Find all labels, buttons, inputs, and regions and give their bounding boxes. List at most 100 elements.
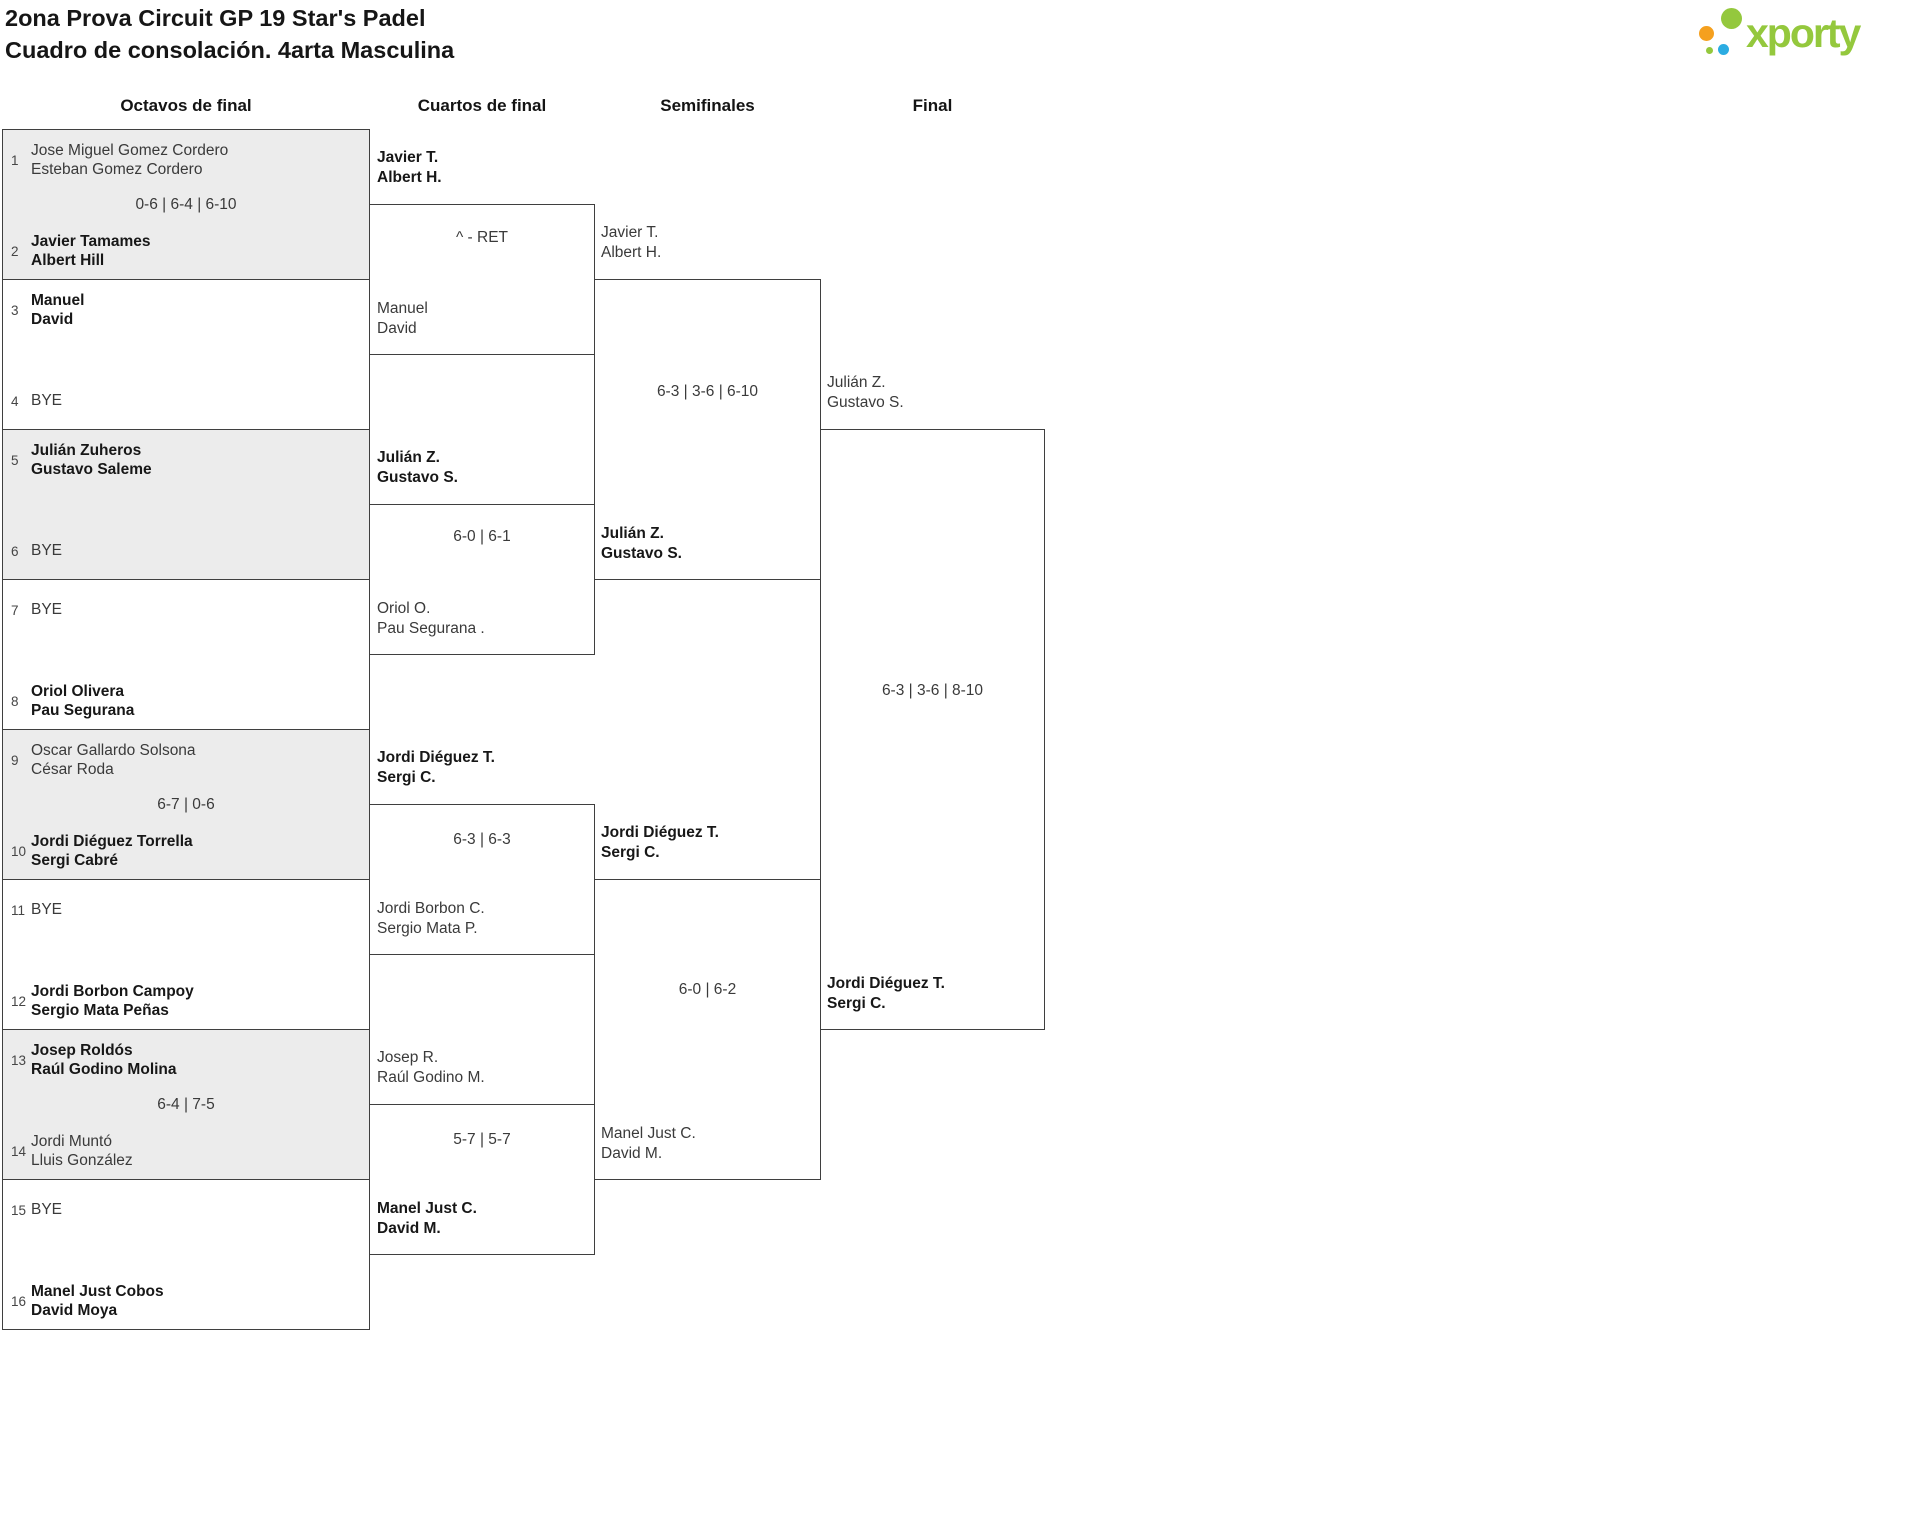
team-slot: 7 BYE: [3, 588, 369, 632]
team: Oriol Olivera Pau Segurana: [31, 682, 134, 721]
seed-number: 5: [11, 452, 19, 468]
match-box-r16-3: 5 Julián Zuheros Gustavo Saleme 6 BYE: [2, 429, 370, 580]
team: Jordi Diéguez Torrella Sergi Cabré: [31, 832, 193, 871]
match-box-qf-2: [369, 504, 595, 655]
small-green-dot-icon: [1706, 47, 1713, 54]
player-name: Manuel: [31, 291, 85, 309]
team-slot: 3 Manuel David: [3, 288, 369, 332]
player-name: Gustavo S.: [601, 545, 682, 562]
player-name: Albert H.: [601, 244, 662, 261]
match-box-qf-4: [369, 1104, 595, 1255]
player-name: Julián Z.: [377, 449, 440, 466]
player-name: BYE: [31, 1201, 63, 1219]
final-team-top: Julián Z. Gustavo S.: [827, 373, 904, 413]
qf4-score: 5-7 | 5-7: [453, 1131, 511, 1148]
team: Jordi Borbon Campoy Sergio Mata Peñas: [31, 982, 194, 1021]
green-dot-icon: [1721, 8, 1742, 29]
match-box-sf-1: [594, 279, 821, 580]
match-box-qf-1: [369, 204, 595, 355]
player-name: Josep R.: [377, 1049, 439, 1066]
sf2-team-top: Jordi Diéguez T. Sergi C.: [601, 823, 719, 863]
seed-number: 2: [11, 243, 19, 259]
player-name: Javier T.: [377, 149, 439, 166]
team: BYE: [31, 900, 62, 920]
team: BYE: [31, 391, 62, 411]
player-name: David: [377, 320, 417, 337]
match-box-r16-7: 13 Josep Roldós Raúl Godino Molina 6-4 |…: [2, 1029, 370, 1180]
team: Julián Zuheros Gustavo Saleme: [31, 441, 152, 480]
player-name: Esteban Gomez Cordero: [31, 161, 203, 178]
logo-dots-icon: [1698, 6, 1746, 62]
player-name: Jordi Diéguez T.: [601, 824, 719, 841]
player-name: Raúl Godino Molina: [31, 1061, 177, 1078]
qf1-team-bottom: Manuel David: [377, 299, 428, 339]
player-name: Oriol O.: [377, 600, 431, 617]
qf2-team-bottom: Oriol O. Pau Segurana .: [377, 599, 485, 639]
qf3-score: 6-3 | 6-3: [453, 831, 511, 848]
seed-number: 4: [11, 393, 19, 409]
qf4-team-top: Josep R. Raúl Godino M.: [377, 1048, 485, 1088]
qf3-team-bottom: Jordi Borbon C. Sergio Mata P.: [377, 899, 485, 939]
match-box-qf-3: [369, 804, 595, 955]
team: BYE: [31, 541, 62, 561]
team: Manuel David: [31, 291, 84, 330]
final-score: 6-3 | 3-6 | 8-10: [881, 682, 984, 699]
blue-dot-icon: [1718, 44, 1729, 55]
qf1-team-top: Javier T. Albert H.: [377, 148, 442, 188]
match-box-r16-6: 11 BYE 12 Jordi Borbon Campoy Sergio Mat…: [2, 879, 370, 1030]
logo-wordmark: xporty: [1746, 10, 1861, 56]
team-slot: 12 Jordi Borbon Campoy Sergio Mata Peñas: [3, 979, 369, 1023]
round-header-cuartos: Cuartos de final: [417, 96, 547, 115]
team-slot: 11 BYE: [3, 888, 369, 932]
player-name: Pau Segurana: [31, 702, 135, 719]
team-slot: 16 Manel Just Cobos David Moya: [3, 1279, 369, 1323]
team-slot: 2 Javier Tamames Albert Hill: [3, 229, 369, 273]
team: Josep Roldós Raúl Godino Molina: [31, 1041, 177, 1080]
team: Jordi Muntó Lluis González: [31, 1132, 133, 1171]
team-slot: 5 Julián Zuheros Gustavo Saleme: [3, 438, 369, 482]
player-name: Julián Zuheros: [31, 441, 142, 459]
team-slot: 15 BYE: [3, 1188, 369, 1232]
orange-dot-icon: [1699, 26, 1714, 41]
tournament-title: 2ona Prova Circuit GP 19 Star's Padel: [5, 5, 426, 31]
player-name: Jordi Diéguez T.: [827, 975, 945, 992]
player-name: David Moya: [31, 1302, 118, 1319]
player-name: César Roda: [31, 761, 114, 778]
player-name: Pau Segurana .: [377, 620, 485, 637]
seed-number: 13: [11, 1052, 27, 1068]
team-slot: 14 Jordi Muntó Lluis González: [3, 1129, 369, 1173]
seed-number: 3: [11, 302, 19, 318]
player-name: Gustavo Saleme: [31, 461, 152, 478]
player-name: David M.: [377, 1220, 441, 1237]
seed-number: 9: [11, 752, 19, 768]
seed-number: 7: [11, 602, 19, 618]
seed-number: 10: [11, 843, 27, 859]
match-score: 0-6 | 6-4 | 6-10: [135, 196, 237, 213]
player-name: Jordi Diéguez T.: [377, 749, 495, 766]
match-score: 6-4 | 7-5: [157, 1096, 215, 1113]
player-name: Sergio Mata Peñas: [31, 1002, 169, 1019]
team-slot: 4 BYE: [3, 379, 369, 423]
team-slot: 13 Josep Roldós Raúl Godino Molina: [3, 1038, 369, 1082]
seed-number: 1: [11, 152, 19, 168]
team: Javier Tamames Albert Hill: [31, 232, 151, 271]
player-name: Jordi Diéguez Torrella: [31, 832, 193, 850]
xporty-logo[interactable]: xporty: [1698, 6, 1861, 62]
player-name: Manel Just C.: [601, 1125, 696, 1142]
qf3-team-top: Jordi Diéguez T. Sergi C.: [377, 748, 495, 788]
round-header-final: Final: [912, 96, 953, 115]
player-name: Julián Z.: [601, 525, 664, 542]
team: Jose Miguel Gomez Cordero Esteban Gomez …: [31, 141, 228, 180]
match-box-r16-1: 1 Jose Miguel Gomez Cordero Esteban Gome…: [2, 129, 370, 280]
player-name: Javier Tamames: [31, 232, 151, 250]
player-name: David M.: [601, 1145, 663, 1162]
player-name: BYE: [31, 542, 63, 560]
seed-number: 16: [11, 1293, 27, 1309]
sf1-score: 6-3 | 3-6 | 6-10: [656, 383, 759, 400]
sf2-score: 6-0 | 6-2: [678, 981, 737, 998]
round-header-semifinales: Semifinales: [660, 96, 755, 115]
match-box-sf-2: [594, 879, 821, 1180]
seed-number: 12: [11, 993, 27, 1009]
player-name: Javier T.: [601, 224, 659, 241]
